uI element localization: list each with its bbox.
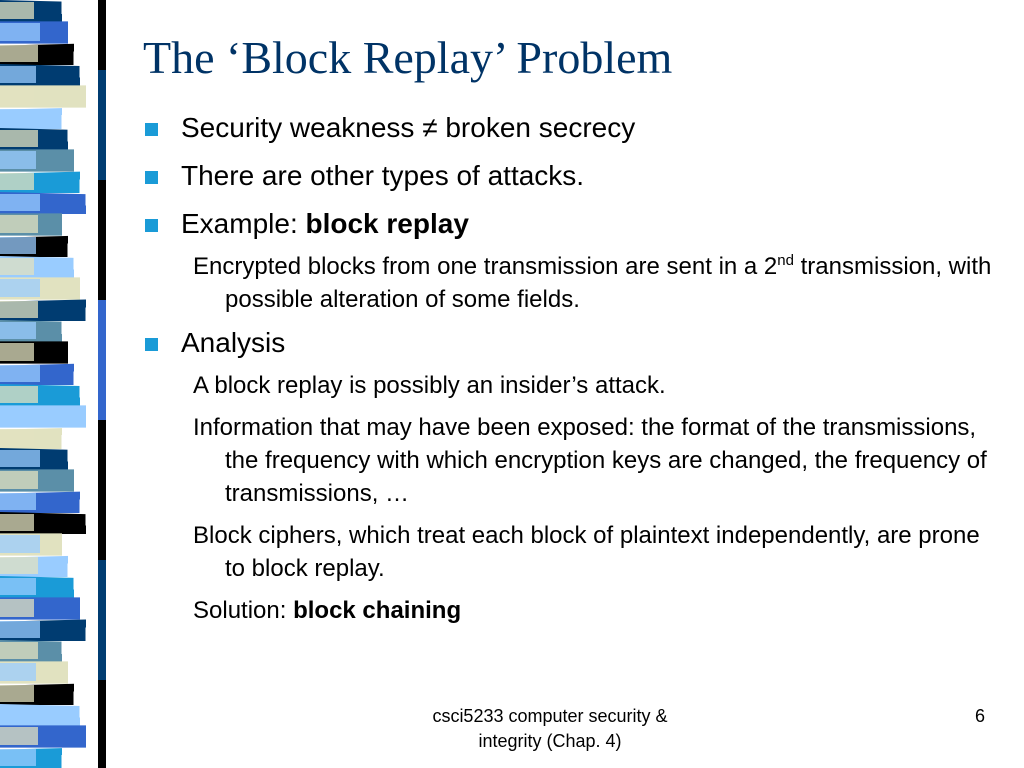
decorative-stripe-inset: [0, 706, 40, 724]
decorative-stripe-inset: [0, 364, 40, 382]
bullet-example: Example: block replay: [145, 206, 1005, 242]
bullet-text-bold: block replay: [305, 208, 469, 239]
decorative-stripe-inset: [0, 599, 34, 617]
decorative-stripe-inset: [0, 663, 36, 681]
ordinal-superscript: nd: [777, 252, 794, 269]
bullet-text: There are other types of attacks.: [181, 160, 585, 191]
bullet-other-attacks: There are other types of attacks.: [145, 158, 1005, 194]
bullet-text: Security weakness ≠ broken secrecy: [181, 112, 636, 143]
sub-bullet-solution: Solution: block chaining: [193, 594, 1005, 627]
slide-body: Security weakness ≠ broken secrecy There…: [145, 110, 1005, 636]
sub-bullet-text-continued: transmission, with possible alteration o…: [225, 253, 992, 313]
sub-bullet-information-exposed: Information that may have been exposed: …: [193, 411, 1005, 510]
bullet-text-prefix: Example:: [181, 208, 306, 239]
decorative-stripe-inset: [0, 407, 36, 425]
decorative-stripe-inset: [0, 151, 36, 169]
decorative-stripe-inset: [0, 556, 38, 574]
decorative-stripe-inset: [0, 194, 40, 212]
decorative-stripe-inset: [0, 236, 36, 254]
decorative-stripe-inset: [0, 450, 40, 468]
square-bullet-icon: [145, 123, 158, 136]
square-bullet-icon: [145, 338, 158, 351]
decorative-stripe-inset: [0, 535, 40, 553]
decorative-stripe-inset: [0, 684, 34, 702]
decorative-stripe-inset: [0, 471, 38, 489]
sub-bullet-text: Information that may have been exposed: …: [193, 414, 987, 507]
sub-bullet-block-ciphers: Block ciphers, which treat each block of…: [193, 519, 1005, 585]
decorative-stripe-inset: [0, 428, 34, 446]
square-bullet-icon: [145, 219, 158, 232]
sub-bullet-text-prefix: Solution:: [193, 597, 294, 624]
sub-bullet-text: Block ciphers, which treat each block of…: [193, 522, 980, 582]
decorative-stripe-inset: [0, 578, 36, 596]
decorative-stripe-inset: [0, 727, 38, 745]
page-number: 6: [974, 706, 985, 726]
decorative-stripe-band: [0, 0, 120, 768]
bullet-analysis: Analysis: [145, 325, 1005, 361]
sub-bullet-text: Encrypted blocks from one transmission a…: [193, 253, 778, 280]
sub-bullet-text-bold: block chaining: [293, 597, 462, 624]
decorative-stripe-inset: [0, 492, 36, 510]
sub-bullet-encrypted-blocks: Encrypted blocks from one transmission a…: [193, 250, 1005, 316]
decorative-stripe-inset: [0, 2, 34, 20]
decorative-stripe-inset: [0, 108, 40, 126]
decorative-stripe-inset: [0, 322, 36, 340]
sub-bullet-insider-attack: A block replay is possibly an insider’s …: [193, 369, 1005, 402]
bullet-text: Analysis: [181, 327, 286, 358]
sub-bullet-text: A block replay is possibly an insider’s …: [193, 372, 666, 399]
decorative-stripe-inset: [0, 66, 36, 84]
decorative-stripe-inset: [0, 215, 38, 233]
decorative-stripe-edge: [98, 0, 106, 768]
decorative-stripe-inset: [0, 514, 34, 532]
decorative-stripe-inset: [0, 87, 34, 105]
footer-course-title: csci5233 computer security & integrity (…: [432, 706, 668, 751]
decorative-stripe-inset: [0, 258, 34, 276]
decorative-stripe-inset: [0, 279, 40, 297]
decorative-stripe-inset: [0, 748, 36, 766]
decorative-stripe-inset: [0, 44, 38, 62]
bullet-security-weakness: Security weakness ≠ broken secrecy: [145, 110, 1005, 146]
square-bullet-icon: [145, 171, 158, 184]
decorative-stripe-inset: [0, 300, 38, 318]
decorative-stripe-inset: [0, 642, 38, 660]
decorative-stripe-inset: [0, 23, 40, 41]
decorative-stripe-inset: [0, 172, 34, 190]
decorative-stripe-inset: [0, 386, 38, 404]
decorative-stripe-inset: [0, 620, 40, 638]
decorative-stripe-inset: [0, 343, 34, 361]
decorative-stripe-inset: [0, 130, 38, 148]
slide-title: The ‘Block Replay’ Problem: [143, 32, 673, 83]
